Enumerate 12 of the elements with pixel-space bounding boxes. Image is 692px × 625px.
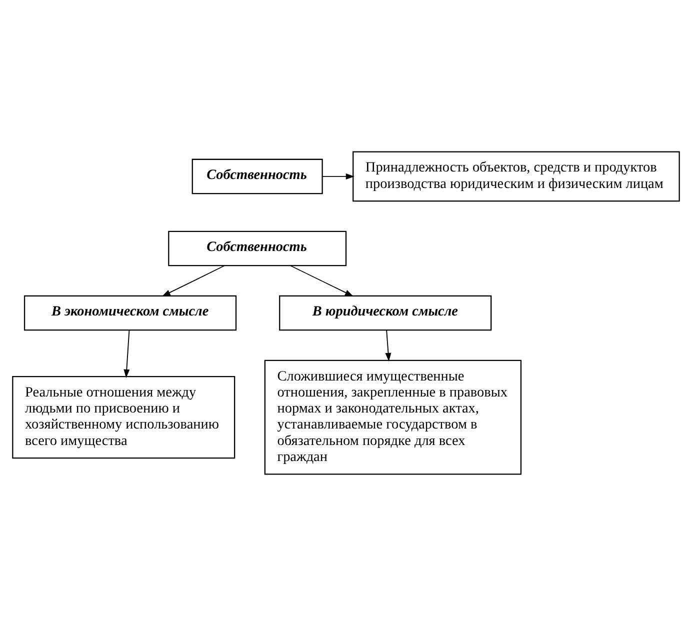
arrow xyxy=(385,329,392,361)
node-box: Собственность xyxy=(192,158,323,194)
node-box: Сложившиеся имущественные отношения, закрепленные в правовых нормах и законодательных актах, устанавливаемые государством в обязательном порядке для всех граждан xyxy=(264,359,522,474)
arrow xyxy=(322,172,354,179)
arrow xyxy=(162,264,225,296)
node-box: Реальные отношения между людьми по присвоению и хозяйственному использованию всего имущества xyxy=(12,375,236,458)
node-box: Принадлежность объектов, средств и продуктов производства юридическим и физическим лицам xyxy=(352,150,680,202)
arrow xyxy=(290,264,354,296)
node-box: В юридическом смысле xyxy=(279,294,492,330)
arrow xyxy=(124,329,130,378)
node-box: Собственность xyxy=(168,230,347,266)
node-box: В экономическом смысле xyxy=(24,294,237,330)
